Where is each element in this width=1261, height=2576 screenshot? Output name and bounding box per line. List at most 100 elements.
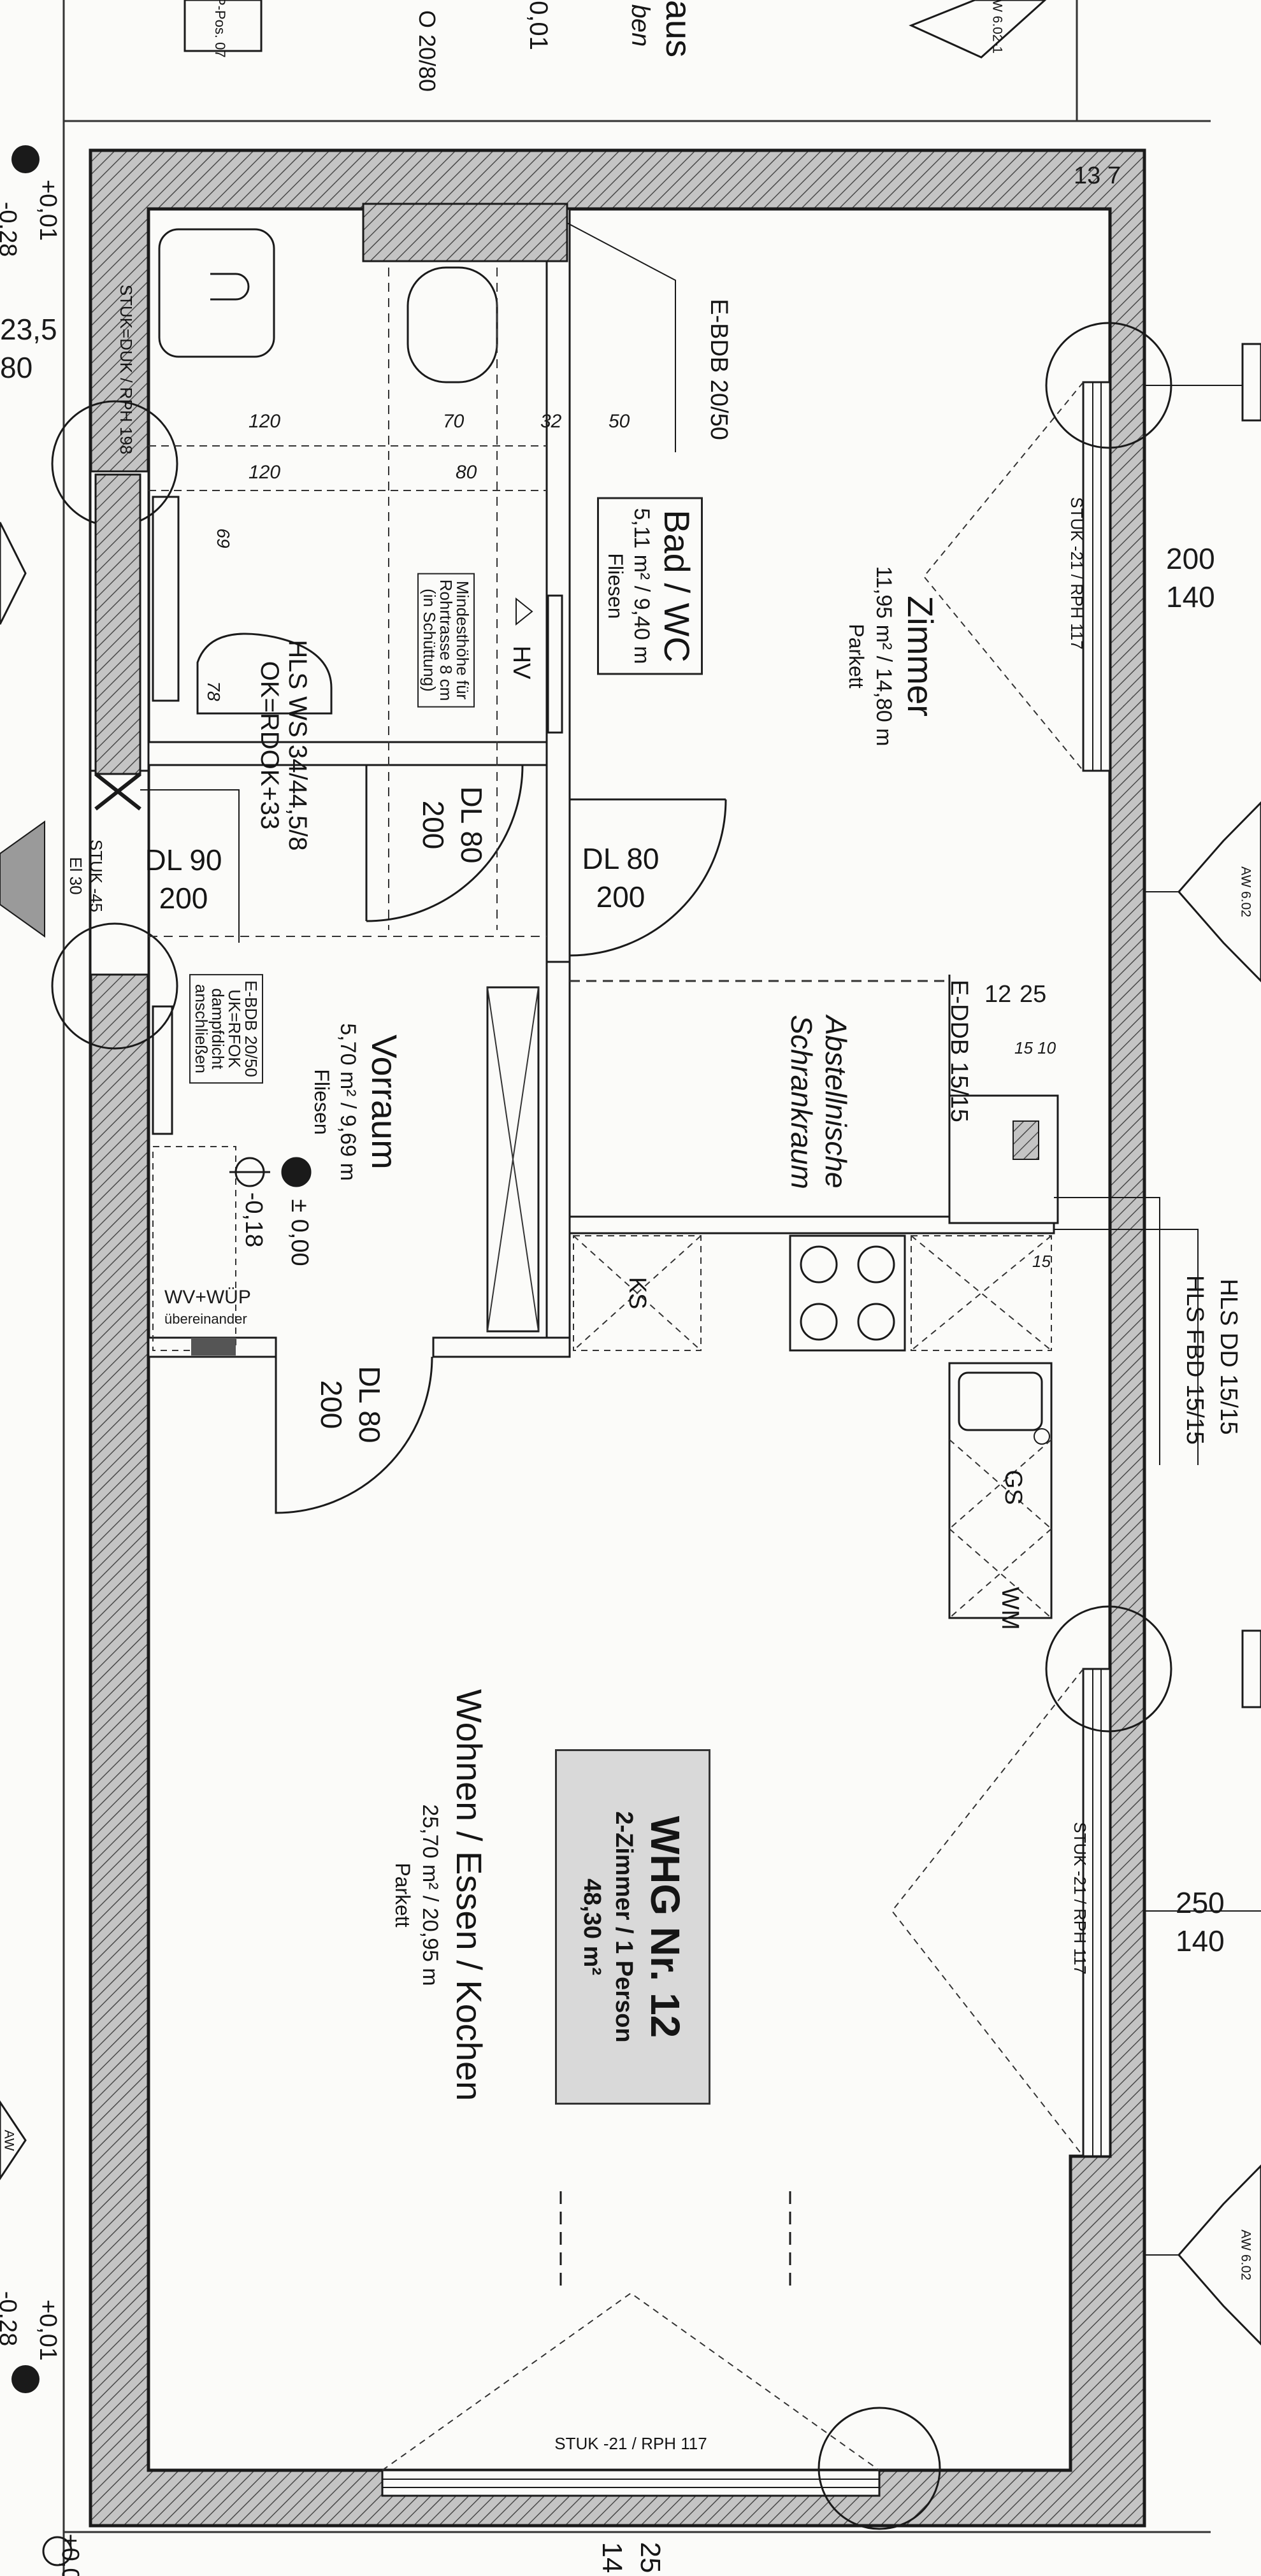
outside-box <box>1241 1629 1261 1708</box>
window-zimmer-label: STUK -21 / RPH 117 <box>1067 497 1086 650</box>
annotation-gs: GS <box>1000 1470 1027 1505</box>
sink-drain <box>1034 1428 1050 1445</box>
leader-hls <box>1054 1229 1199 1465</box>
dim-50: 50 <box>609 411 630 432</box>
annotation-ebdb-bad: E-BDB 20/50 <box>705 299 732 440</box>
top-box <box>184 0 263 52</box>
room-bad-name: Bad / WC <box>657 510 697 662</box>
level-vorraum-zero: ± 0,00 <box>286 1199 313 1266</box>
annotation-hls-fbd: HLS FBD 15/15 <box>1181 1275 1208 1445</box>
window-swing-wohnen <box>891 1668 1084 2157</box>
level-marker-outer <box>42 2536 73 2566</box>
aw-right-1: AW 6.02 <box>1238 866 1253 917</box>
dim-13-7: 13 7 <box>1074 162 1121 189</box>
hv-rail <box>547 594 563 734</box>
cooktop <box>789 1234 906 1352</box>
window-zimmer <box>1082 381 1111 772</box>
window-swing-front <box>382 2292 880 2471</box>
dim-25: 25 <box>1020 981 1047 1008</box>
installation-wall <box>362 203 568 262</box>
dim-32: 32 <box>540 411 562 432</box>
door-zimmer-type: DL 80 <box>582 842 659 875</box>
apartment-label-box <box>555 1749 710 2105</box>
room-vorraum: Vorraum 5,70 m² / 9,69 m Fliesen <box>310 1023 405 1181</box>
window-wohnen-side <box>1082 1668 1111 2157</box>
window-wohnen-front-label: STUK -21 / RPH 117 <box>554 2434 707 2453</box>
shower-seat <box>196 633 333 715</box>
bottom-dim-25: 25 <box>635 2542 666 2573</box>
level-outer-bottom-right: +0,0 <box>57 2533 83 2576</box>
wardrobe-cross <box>487 987 539 1332</box>
window-marker-circle <box>818 2407 941 2530</box>
annotation-wv-2: übereinander <box>164 1311 247 1327</box>
room-abstell: Abstellnische Schrankraum <box>785 1015 853 1189</box>
apartment-label: WHG Nr. 12 2-Zimmer / 1 Person 48,30 m² <box>579 1811 688 2042</box>
window-wohnen-side-label: STUK -21 / RPH 117 <box>1070 1822 1090 1975</box>
wall-bad-zimmer <box>545 208 571 968</box>
annotation-ebdb-vorraum: E-BDB 20/50 UK=RFOK dampfdicht anschließ… <box>189 974 263 1084</box>
entrance-wall-element <box>94 473 141 775</box>
cooktop-plate <box>857 1303 895 1341</box>
aw-diamond <box>1178 801 1261 983</box>
annotation-hls-ws: HLS WS 34/44,5/8 OK=RDOK+33 <box>256 640 312 850</box>
wv-wup-area <box>152 1146 236 1351</box>
hv-arrow <box>515 597 533 626</box>
door-wohnen-label: DL 80 200 <box>315 1366 386 1443</box>
annotation-ebdb-vorraum-4: anschließen <box>192 984 211 1074</box>
aw-diamond-top <box>909 0 1047 59</box>
top-fragment-3: O 20/80 <box>414 10 440 92</box>
entrance-rail <box>152 1005 173 1135</box>
door-entrance-label: DL 90 200 <box>145 845 222 913</box>
room-zimmer: Zimmer 11,95 m² / 14,80 m Parkett <box>845 566 940 747</box>
aw-top: AW 6.02-1 <box>990 0 1005 54</box>
room-wohnen-area: 25,70 m² / 20,95 m <box>418 1804 442 1986</box>
level-outer-top-minus: -0,28 <box>0 201 21 257</box>
washbasin-tap <box>210 273 250 301</box>
annotation-wv-wup: WV+WÜP übereinander <box>164 1287 251 1327</box>
shaft <box>948 1094 1059 1224</box>
door-swing-zimmer <box>568 799 727 957</box>
level-outer-bottom-minus: -0,28 <box>0 2291 21 2347</box>
window-bad-label: STUK=DUK / RPH 198 <box>117 284 136 455</box>
annotation-hls-dd: HLS DD 15/15 <box>1215 1278 1242 1435</box>
leader-ebdb-vorraum <box>140 789 240 943</box>
annotation-min-2: Rohrtrasse 8 cm <box>436 579 456 701</box>
shaft-fill <box>1012 1120 1039 1160</box>
dim-69: 69 <box>213 528 233 548</box>
toilet <box>407 266 498 383</box>
window-wohnen-dims: 250 140 <box>1176 1885 1225 1958</box>
door-swing-bad <box>366 764 524 922</box>
room-bad-area: 5,11 m² / 9,40 m <box>630 508 654 664</box>
window-zimmer-dims: 200 140 <box>1166 541 1215 614</box>
annotation-ks: KS <box>624 1277 651 1310</box>
annotation-mindesthoehe: Mindesthöhe für Rohrtrasse 8 cm (in Schü… <box>417 573 475 708</box>
wall-vorraum-abstell <box>545 961 571 1358</box>
door-bad-type: DL 80 <box>455 786 488 864</box>
annotation-ok-rdok: OK=RDOK+33 <box>256 661 284 830</box>
door-wohnen-height: 200 <box>315 1380 348 1429</box>
door-bad-label: DL 80 200 <box>417 786 488 864</box>
dim-78: 78 <box>204 681 224 701</box>
door-bad-height: 200 <box>417 800 450 850</box>
door-entrance-height: 200 <box>159 882 208 915</box>
window-marker-circle <box>51 922 178 1050</box>
room-vorraum-floor: Fliesen <box>310 1069 333 1135</box>
annotation-ebdb-vorraum-1: E-BDB 20/50 <box>241 980 261 1077</box>
room-wohnen-name: Wohnen / Essen / Kochen <box>449 1689 489 2101</box>
room-zimmer-name: Zimmer <box>900 596 940 717</box>
room-bad-floor: Fliesen <box>604 553 627 619</box>
dim-120-b: 120 <box>249 462 281 483</box>
room-wohnen: Wohnen / Essen / Kochen 25,70 m² / 20,95… <box>391 1689 489 2101</box>
level-outer-top-plus: +0,01 <box>34 179 61 241</box>
annotation-wv-1: WV+WÜP <box>164 1287 251 1308</box>
top-fragment-4: 0,01 <box>524 1 552 50</box>
window-wohnen-width: 250 <box>1176 1886 1225 1919</box>
wall-bad-vorraum <box>147 741 568 766</box>
annotation-min-3: (in Schüttung) <box>420 589 439 692</box>
cooktop-plate <box>800 1245 838 1284</box>
annotation-eddb: E-DDB 15/15 <box>946 980 972 1122</box>
dim-80: 80 <box>456 462 477 483</box>
annotation-wm: WM <box>997 1587 1023 1630</box>
